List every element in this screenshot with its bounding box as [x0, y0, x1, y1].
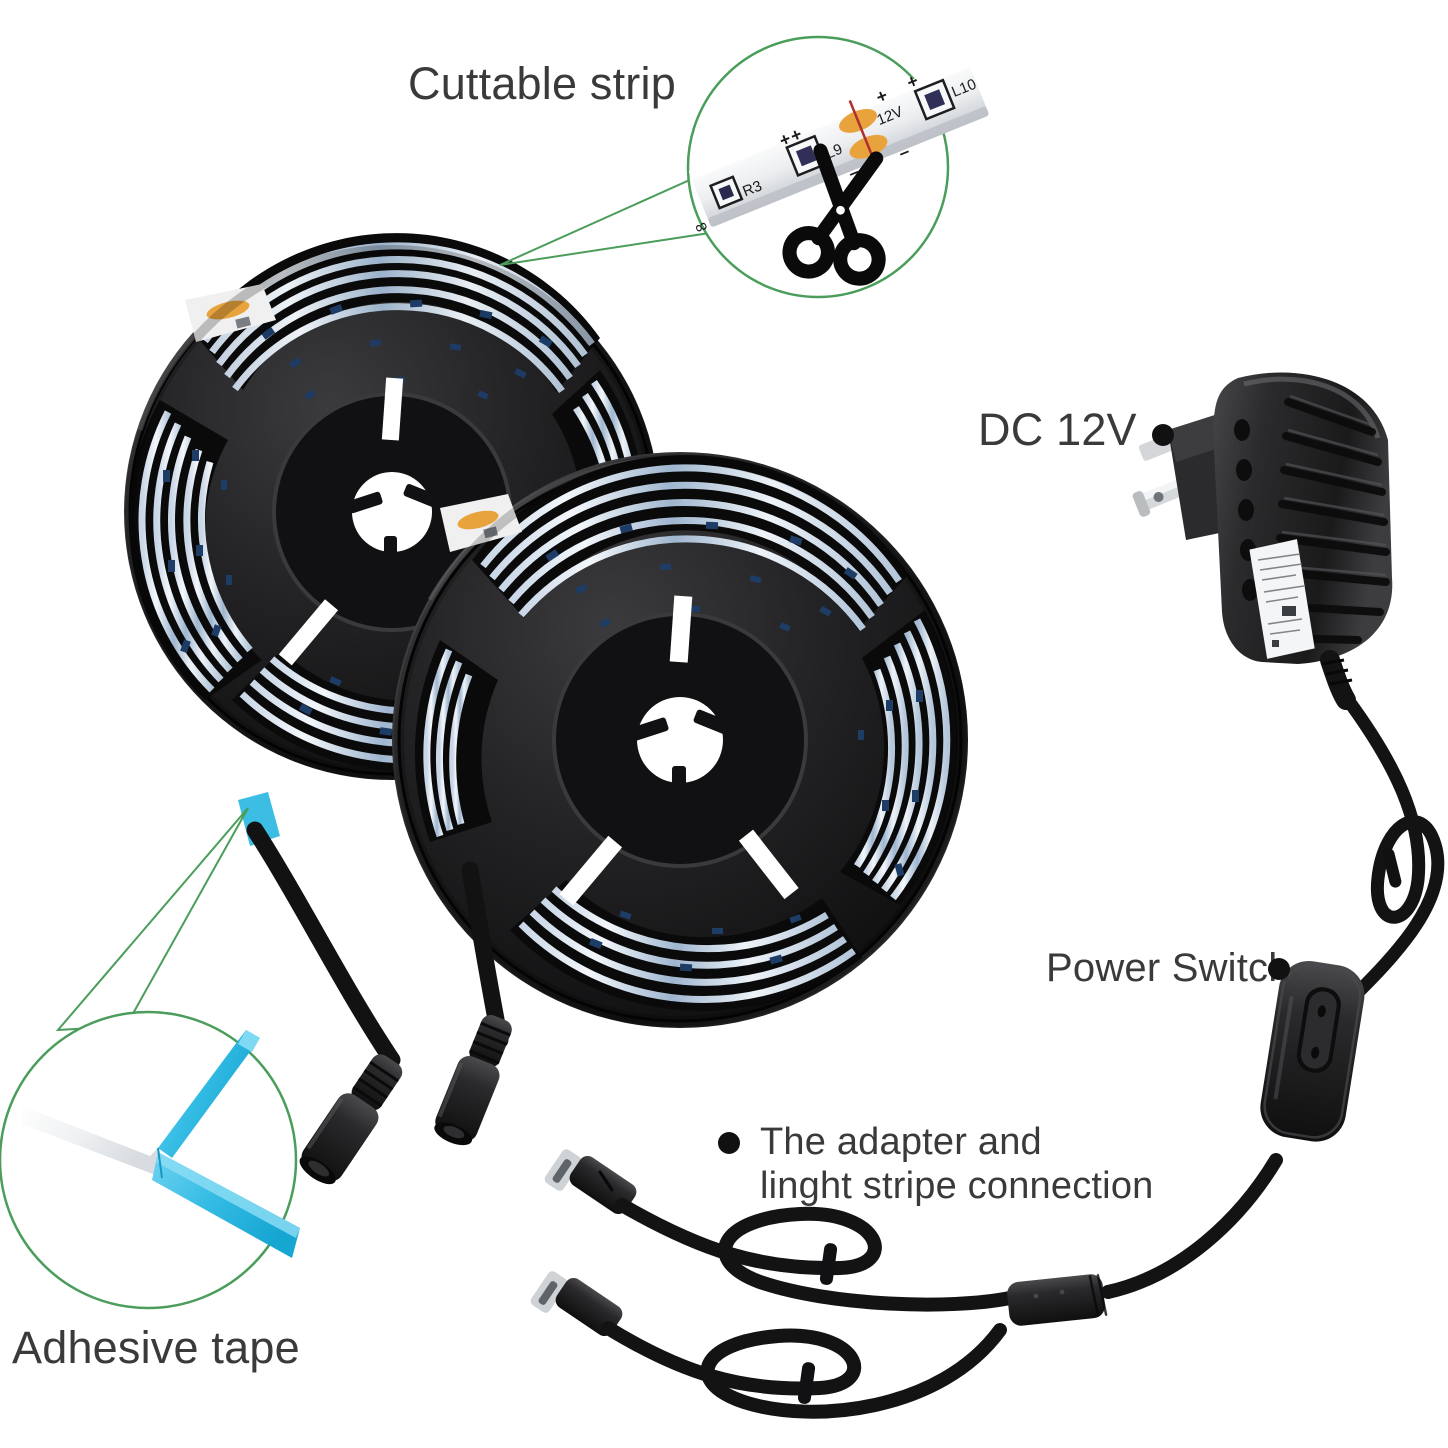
dc-female-jack-right: [434, 1015, 512, 1146]
reel-window-left-left: [129, 400, 262, 700]
reel-window-left-right: [414, 640, 498, 842]
reel-strip-end-tab-left: [185, 284, 276, 342]
adhesive-tape-callout: [0, 807, 300, 1310]
bullet-dot-dc-12v: [1152, 424, 1174, 446]
label-power-switch: Power Switch: [1046, 946, 1291, 990]
reel-window-top-right: [472, 455, 908, 632]
cable-junction-block: [1007, 1274, 1108, 1326]
y-splitter-cable: [530, 1149, 1283, 1419]
bullet-dot-adapter-connection: [718, 1132, 740, 1154]
reel-window-bottom-right: [510, 880, 862, 1012]
rocker-toggle: [1300, 991, 1337, 1069]
label-adapter-connection-line2: linght stripe connection: [760, 1165, 1154, 1207]
label-dc-12v: DC 12V: [978, 404, 1137, 455]
strip-marking-r3: R3: [740, 177, 764, 200]
power-adapter: [1132, 372, 1445, 1123]
reel-strip-end-tab-right: [440, 494, 522, 552]
label-adhesive-tape: Adhesive tape: [12, 1322, 300, 1373]
scissors-icon: [782, 143, 886, 286]
reel-window-right-right: [840, 610, 958, 905]
bullet-dot-power-switch: [1268, 958, 1290, 980]
inline-rocker-switch: [1260, 960, 1365, 1142]
led-reel-right: [392, 452, 968, 1028]
adapter-spec-label: [1249, 539, 1315, 659]
dc-female-jack-left: [299, 1054, 403, 1185]
cuttable-strip-callout: 8 R3 L9 12V L10 + + + + – –: [499, 35, 989, 299]
label-cuttable-strip: Cuttable strip: [408, 58, 676, 109]
label-adapter-connection-line1: The adapter and: [760, 1121, 1042, 1163]
